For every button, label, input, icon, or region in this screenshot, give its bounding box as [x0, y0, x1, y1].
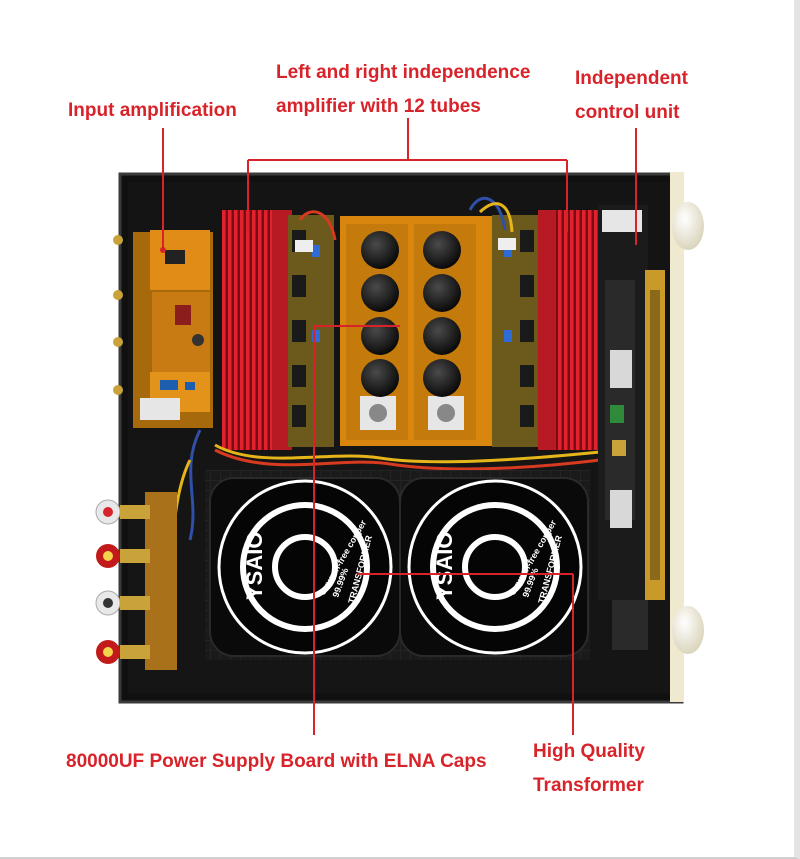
left-heatsink: [222, 210, 292, 450]
right-brand-label: YSAIO: [432, 532, 457, 600]
speaker-terminals: [95, 492, 177, 670]
control-unit: [598, 205, 665, 650]
right-transformer: [399, 477, 589, 657]
right-heatsink: [538, 210, 600, 450]
callout-transformer-line2: Transformer: [533, 775, 644, 796]
front-faceplate: [670, 172, 704, 702]
callout-tubes-line1: Left and right independence: [276, 62, 531, 83]
input-amplifier-board: [133, 230, 213, 428]
filter-capacitors: [361, 231, 461, 397]
callout-control-line2: control unit: [575, 102, 680, 123]
left-transformer: [209, 477, 401, 657]
callout-power-supply: 80000UF Power Supply Board with ELNA Cap…: [66, 751, 487, 772]
rca-jacks: [113, 235, 123, 395]
left-brand-label: YSAIO: [242, 532, 267, 600]
callout-tubes-line2: amplifier with 12 tubes: [276, 96, 481, 117]
left-output-board: [288, 215, 334, 447]
callout-transformer-line1: High Quality: [533, 741, 645, 762]
callout-lines: [160, 118, 637, 735]
right-output-board: [492, 215, 538, 447]
callout-input-amplification: Input amplification: [68, 100, 237, 121]
callout-control-line1: Independent: [575, 68, 688, 89]
